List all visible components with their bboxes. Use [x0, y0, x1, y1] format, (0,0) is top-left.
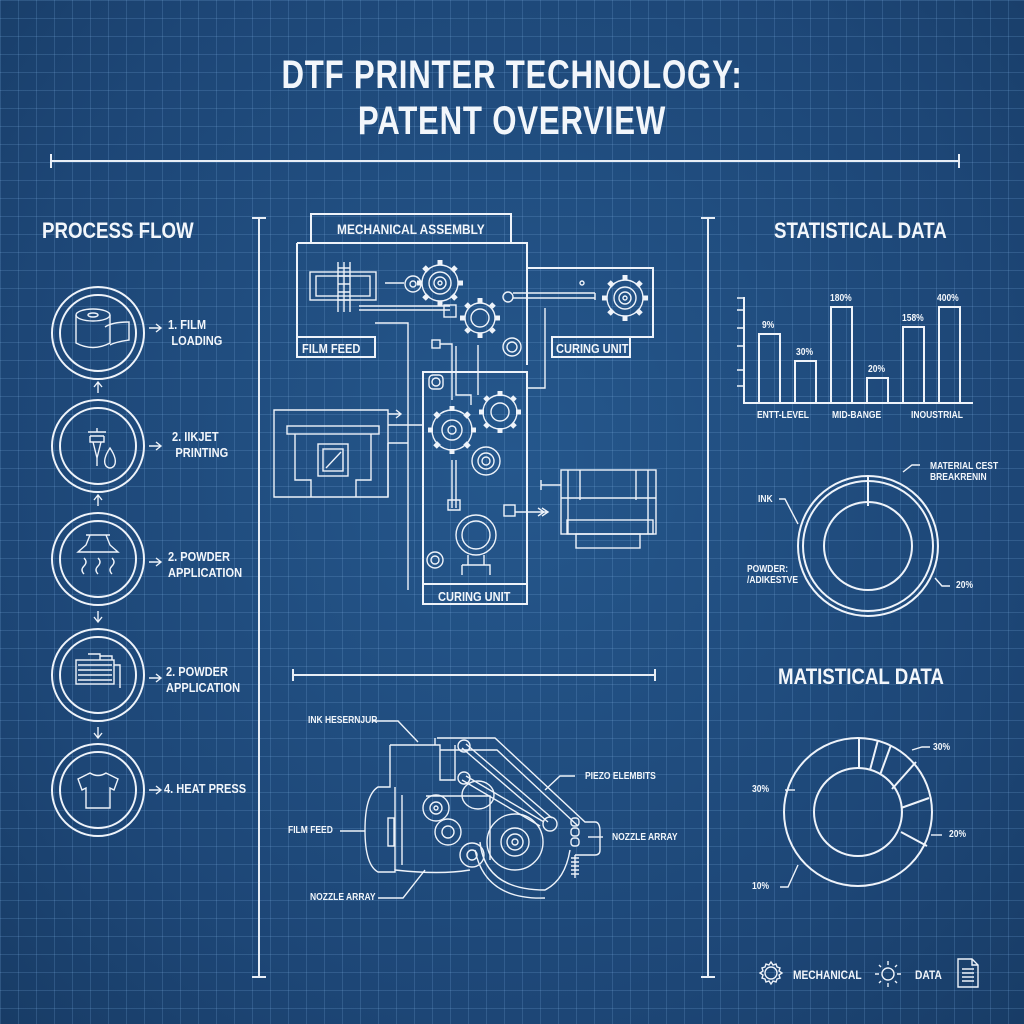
bar-mid-1 — [830, 306, 853, 404]
print-carriage-icon — [273, 409, 423, 498]
gear-icon-medium-1 — [460, 298, 500, 338]
nozzle-array-right-label: NOZZLE ARRAY — [612, 832, 678, 843]
legend-data-label: DATA — [915, 968, 942, 982]
printhead-divider — [292, 669, 656, 681]
film-feed-printhead-label: FILM FEED — [288, 825, 333, 836]
sun-icon — [875, 961, 901, 987]
output-roller-icon — [540, 469, 657, 549]
page-title: DTF PRINTER TECHNOLOGY: PATENT OVERVIEW — [113, 52, 912, 144]
statistical-data-heading: STATISTICAL DATA — [774, 218, 947, 243]
film-roll-icon — [75, 308, 130, 349]
bar-label-4: 20% — [868, 364, 886, 375]
step-2-circle — [51, 399, 145, 493]
left-column-divider — [258, 218, 260, 978]
bar-label-1: 9% — [762, 320, 775, 331]
mechanical-assembly-heading: MECHANICAL ASSEMBLY — [310, 213, 512, 243]
legend: MECHANICAL DATA — [755, 957, 995, 991]
step-3-circle — [51, 512, 145, 606]
nozzle-array-bottom-label: NOZZLE ARRAY — [310, 892, 376, 903]
curing-oven-icon — [75, 653, 121, 688]
legend-mechanical-label: MECHANICAL — [793, 968, 862, 982]
material-cost-donut — [779, 464, 950, 617]
donut2-label-left: 30% — [752, 784, 770, 795]
right-column-divider — [707, 218, 709, 978]
mechanical-assembly-diagram — [273, 242, 657, 605]
statistics-donut — [780, 737, 942, 888]
title-line-1: DTF PRINTER TECHNOLOGY: — [281, 53, 743, 97]
donut1-pct-label: 20% — [956, 580, 974, 591]
document-icon — [957, 958, 979, 988]
donut1-title: MATERIAL CEST BREAKRENIN — [930, 461, 999, 483]
step-2-label: 2. IIKJET PRINTING — [172, 429, 229, 460]
donut2-label-right: 20% — [949, 829, 967, 840]
bar-ind-1 — [902, 326, 925, 404]
process-flow-diagram — [51, 286, 163, 837]
bar-label-5: 158% — [902, 313, 924, 324]
title-line-2: PATENT OVERVIEW — [357, 99, 667, 143]
printhead-cutaway-diagram — [340, 720, 603, 899]
step-4-label: 2. POWDER APPLICATION — [166, 664, 241, 695]
step-1-label: 1. FILM LOADING — [168, 317, 223, 348]
category-industrial: INOUSTRIAL — [911, 410, 963, 421]
flow-arrows — [93, 323, 163, 795]
matistical-data-heading: MATISTICAL DATA — [778, 664, 944, 689]
bar-chart — [737, 297, 973, 404]
donut2-label-top-right: 30% — [933, 742, 951, 753]
film-feed-label: FILM FEED — [302, 341, 361, 356]
step-1-circle — [51, 286, 145, 380]
bar-label-2: 30% — [796, 347, 814, 358]
curing-unit-top-label: CURING UNIT — [556, 341, 629, 356]
donut1-powder-label: POWDER: /ADIKESTVE — [747, 564, 799, 586]
gear-icon — [758, 960, 784, 986]
step-5-circle — [51, 743, 145, 837]
piezo-elements-label: PIEZO ELEMBITS — [585, 771, 656, 782]
inkjet-nozzle-icon — [88, 428, 117, 469]
curing-unit-bottom-label: CURING UNIT — [438, 589, 511, 604]
category-entry-level: ENTT-LEVEL — [757, 410, 809, 421]
step-4-circle — [51, 628, 145, 722]
t-shirt-icon — [77, 772, 119, 809]
donut1-ink-label: INK — [758, 494, 773, 505]
bar-mid-2 — [866, 377, 889, 404]
bar-label-6: 400% — [937, 293, 959, 304]
process-flow-heading: PROCESS FLOW — [42, 218, 194, 243]
central-gears — [426, 374, 550, 575]
gear-icon-large-1 — [404, 260, 463, 306]
step-3-label: 2. POWDER APPLICATION — [168, 549, 243, 580]
donut2-label-bottom-left: 10% — [752, 881, 770, 892]
header-divider — [50, 154, 960, 168]
bar-entry-1 — [758, 333, 781, 404]
ink-reservoir-label: INK HESERNJUR — [308, 715, 378, 726]
gear-icon-curing — [602, 275, 648, 321]
category-mid-range: MID-BANGE — [832, 410, 882, 421]
step-5-label: 4. HEAT PRESS — [164, 781, 247, 796]
powder-shaker-icon — [76, 534, 120, 575]
film-feed-roller-icon — [309, 262, 457, 318]
bar-ind-2 — [938, 306, 961, 404]
bar-entry-2 — [794, 360, 817, 404]
bar-label-3: 180% — [830, 293, 852, 304]
